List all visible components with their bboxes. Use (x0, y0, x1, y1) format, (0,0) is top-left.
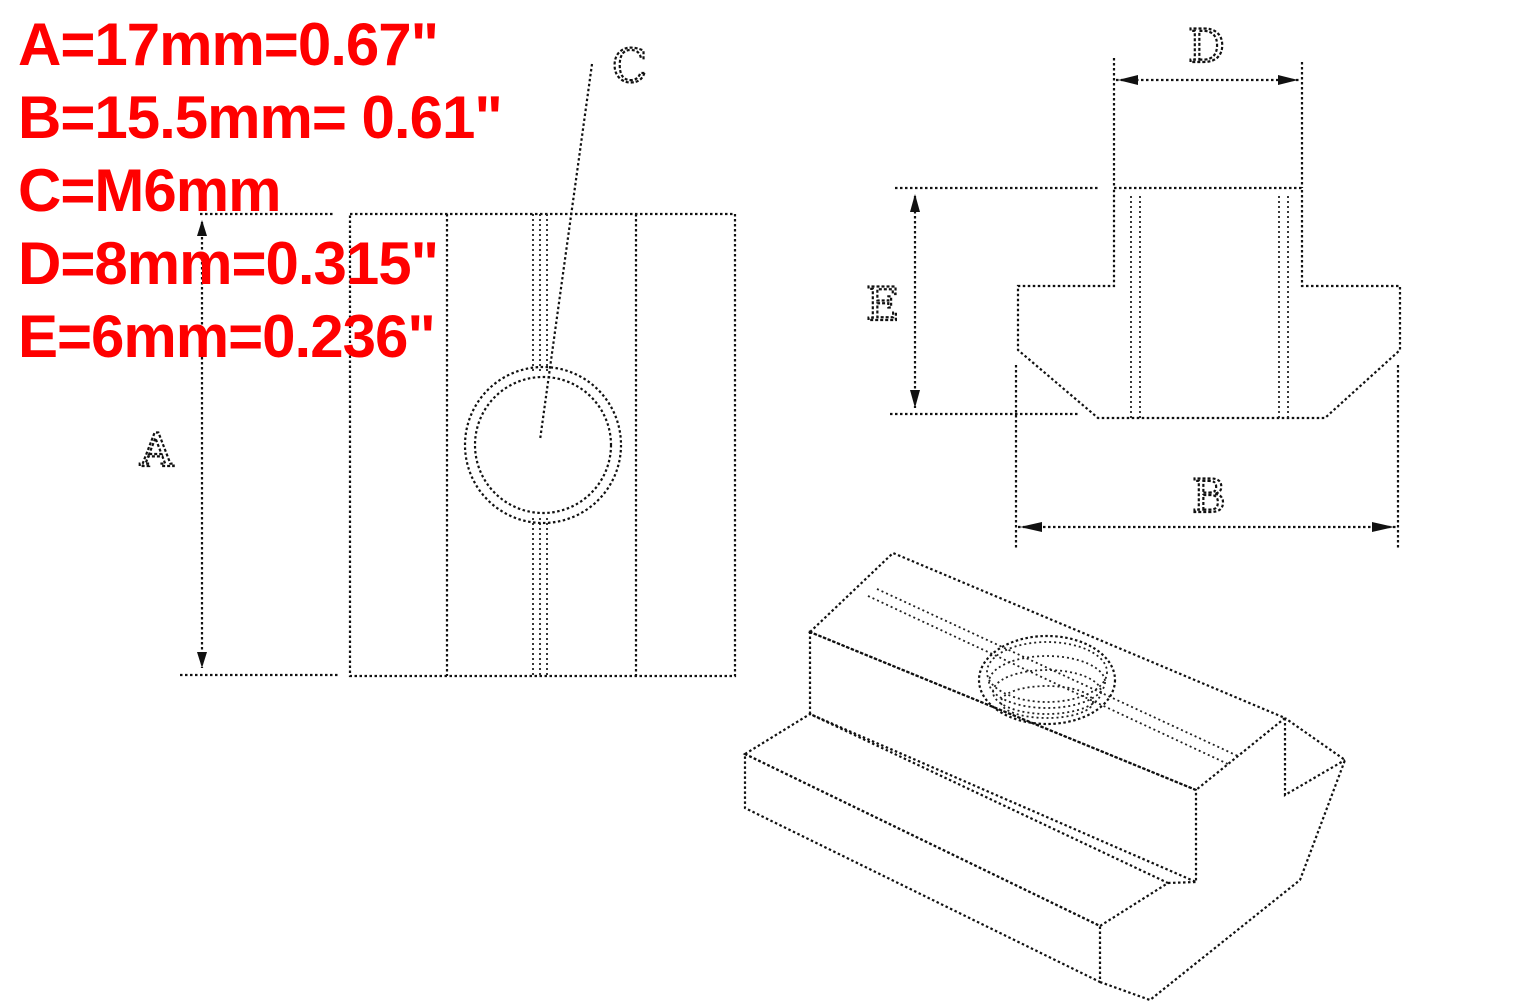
section-view: D E B (865, 18, 1402, 548)
label-a: A (139, 423, 174, 477)
arrow-up-icon (910, 194, 920, 212)
label-b: B (1192, 469, 1226, 523)
arrow-up-icon (197, 220, 207, 236)
spec-c: C=M6mm (18, 157, 281, 224)
isometric-view (742, 551, 1347, 1002)
arrow-right-icon (1278, 75, 1298, 85)
spec-d: D=8mm=0.315" (18, 230, 439, 297)
dimension-specs: A=17mm=0.67" B=15.5mm= 0.61" C=M6mm D=8m… (18, 8, 503, 373)
spec-e: E=6mm=0.236" (18, 303, 436, 370)
arrow-down-icon (910, 390, 920, 408)
arrow-down-icon (197, 652, 207, 668)
arrow-left-icon (1118, 75, 1138, 85)
arrow-left-icon (1020, 522, 1042, 532)
label-d: D (1188, 19, 1225, 73)
threaded-hole-icon (977, 634, 1117, 726)
spec-a: A=17mm=0.67" (18, 11, 439, 78)
top-view: A C (138, 38, 737, 678)
label-c: C (612, 39, 647, 93)
arrow-right-icon (1372, 522, 1394, 532)
label-e: E (866, 277, 900, 331)
spec-b: B=15.5mm= 0.61" (18, 84, 503, 151)
